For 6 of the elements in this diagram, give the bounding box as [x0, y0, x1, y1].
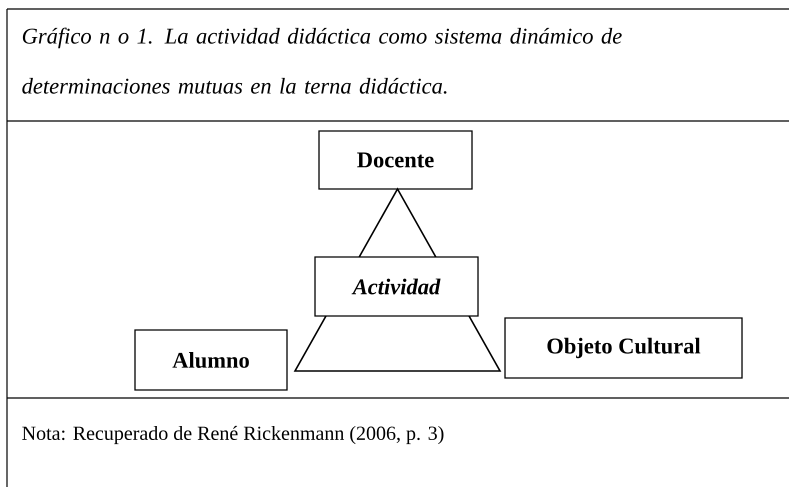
term-box: Alumno	[134, 329, 288, 391]
term-box: Docente	[318, 130, 473, 190]
source-note: Nota: Recuperado de René Rickenmann (2006, p. 3)	[22, 426, 444, 444]
term-box: Objeto Cultural	[504, 317, 743, 379]
term-box: Actividad	[314, 256, 479, 317]
figure-title: Gráfico n o 1. La actividad didáctica como sistema dinámico de determinaciones mutuas en la terna didáctica.	[22, 28, 622, 94]
